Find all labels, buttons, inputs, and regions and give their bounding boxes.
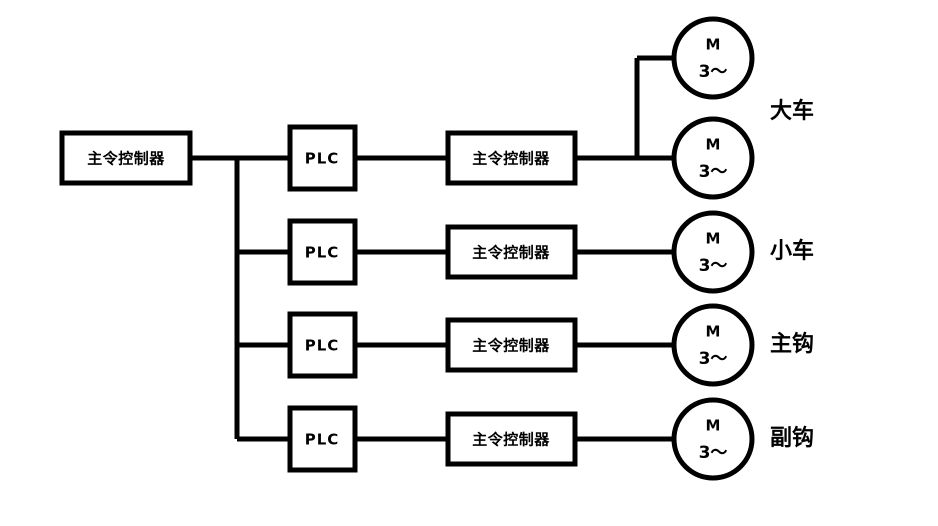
plc-label-aux-hook: PLC: [305, 431, 340, 449]
motor-phase-aux-hook: 3～: [699, 443, 728, 463]
axis-label-bridge: 大车: [770, 98, 814, 124]
motor-circle-aux-hook[interactable]: [671, 397, 755, 481]
motor-phase-bridge-2: 3～: [699, 162, 728, 182]
controller-label-bridge: 主令控制器: [472, 150, 550, 168]
row-main-hook: PLC 主令控制器 M 3～ 主钩: [287, 303, 814, 387]
controller-label-main-hook: 主令控制器: [472, 337, 550, 355]
motor-symbol-main-hook: M: [706, 323, 721, 341]
wiring-layer: [190, 55, 674, 442]
motor-circle-bridge-1[interactable]: [671, 16, 755, 100]
axis-label-trolley: 小车: [770, 238, 814, 264]
plc-box-bridge[interactable]: [287, 124, 358, 192]
axis-label-aux-hook: 副钩: [770, 425, 814, 451]
motor-symbol-aux-hook: M: [706, 417, 721, 435]
plc-label-bridge: PLC: [305, 150, 340, 168]
motor-symbol-bridge-2: M: [706, 136, 721, 154]
axis-label-main-hook: 主钩: [770, 331, 814, 357]
controller-box-trolley[interactable]: [445, 224, 578, 280]
controller-label-aux-hook: 主令控制器: [472, 431, 550, 449]
plc-label-main-hook: PLC: [305, 337, 340, 355]
motor-circle-bridge-2[interactable]: [671, 116, 755, 200]
motor-phase-bridge-1: 3～: [699, 62, 728, 82]
controller-box-aux-hook[interactable]: [445, 411, 578, 467]
row-aux-hook: PLC 主令控制器 M 3～ 副钩: [287, 397, 814, 481]
motor-symbol-trolley: M: [706, 230, 721, 248]
master-controller-box[interactable]: [59, 130, 193, 186]
motor-phase-trolley: 3～: [699, 256, 728, 276]
plc-box-main-hook[interactable]: [287, 311, 358, 379]
plc-box-trolley[interactable]: [287, 218, 358, 286]
plc-label-trolley: PLC: [305, 244, 340, 262]
plc-box-aux-hook[interactable]: [287, 405, 358, 473]
motor-symbol-bridge-1: M: [706, 36, 721, 54]
row-trolley: PLC 主令控制器 M 3～ 小车: [287, 210, 814, 294]
master-controller-block[interactable]: 主令控制器: [59, 130, 193, 186]
controller-label-trolley: 主令控制器: [472, 244, 550, 262]
motor-phase-main-hook: 3～: [699, 349, 728, 369]
motor-circle-trolley[interactable]: [671, 210, 755, 294]
controller-box-bridge[interactable]: [445, 130, 578, 186]
master-controller-label: 主令控制器: [87, 150, 165, 168]
controller-box-main-hook[interactable]: [445, 317, 578, 373]
row-bridge: PLC 主令控制器 M 3～ M 3～ 大车: [287, 16, 814, 200]
motor-circle-main-hook[interactable]: [671, 303, 755, 387]
